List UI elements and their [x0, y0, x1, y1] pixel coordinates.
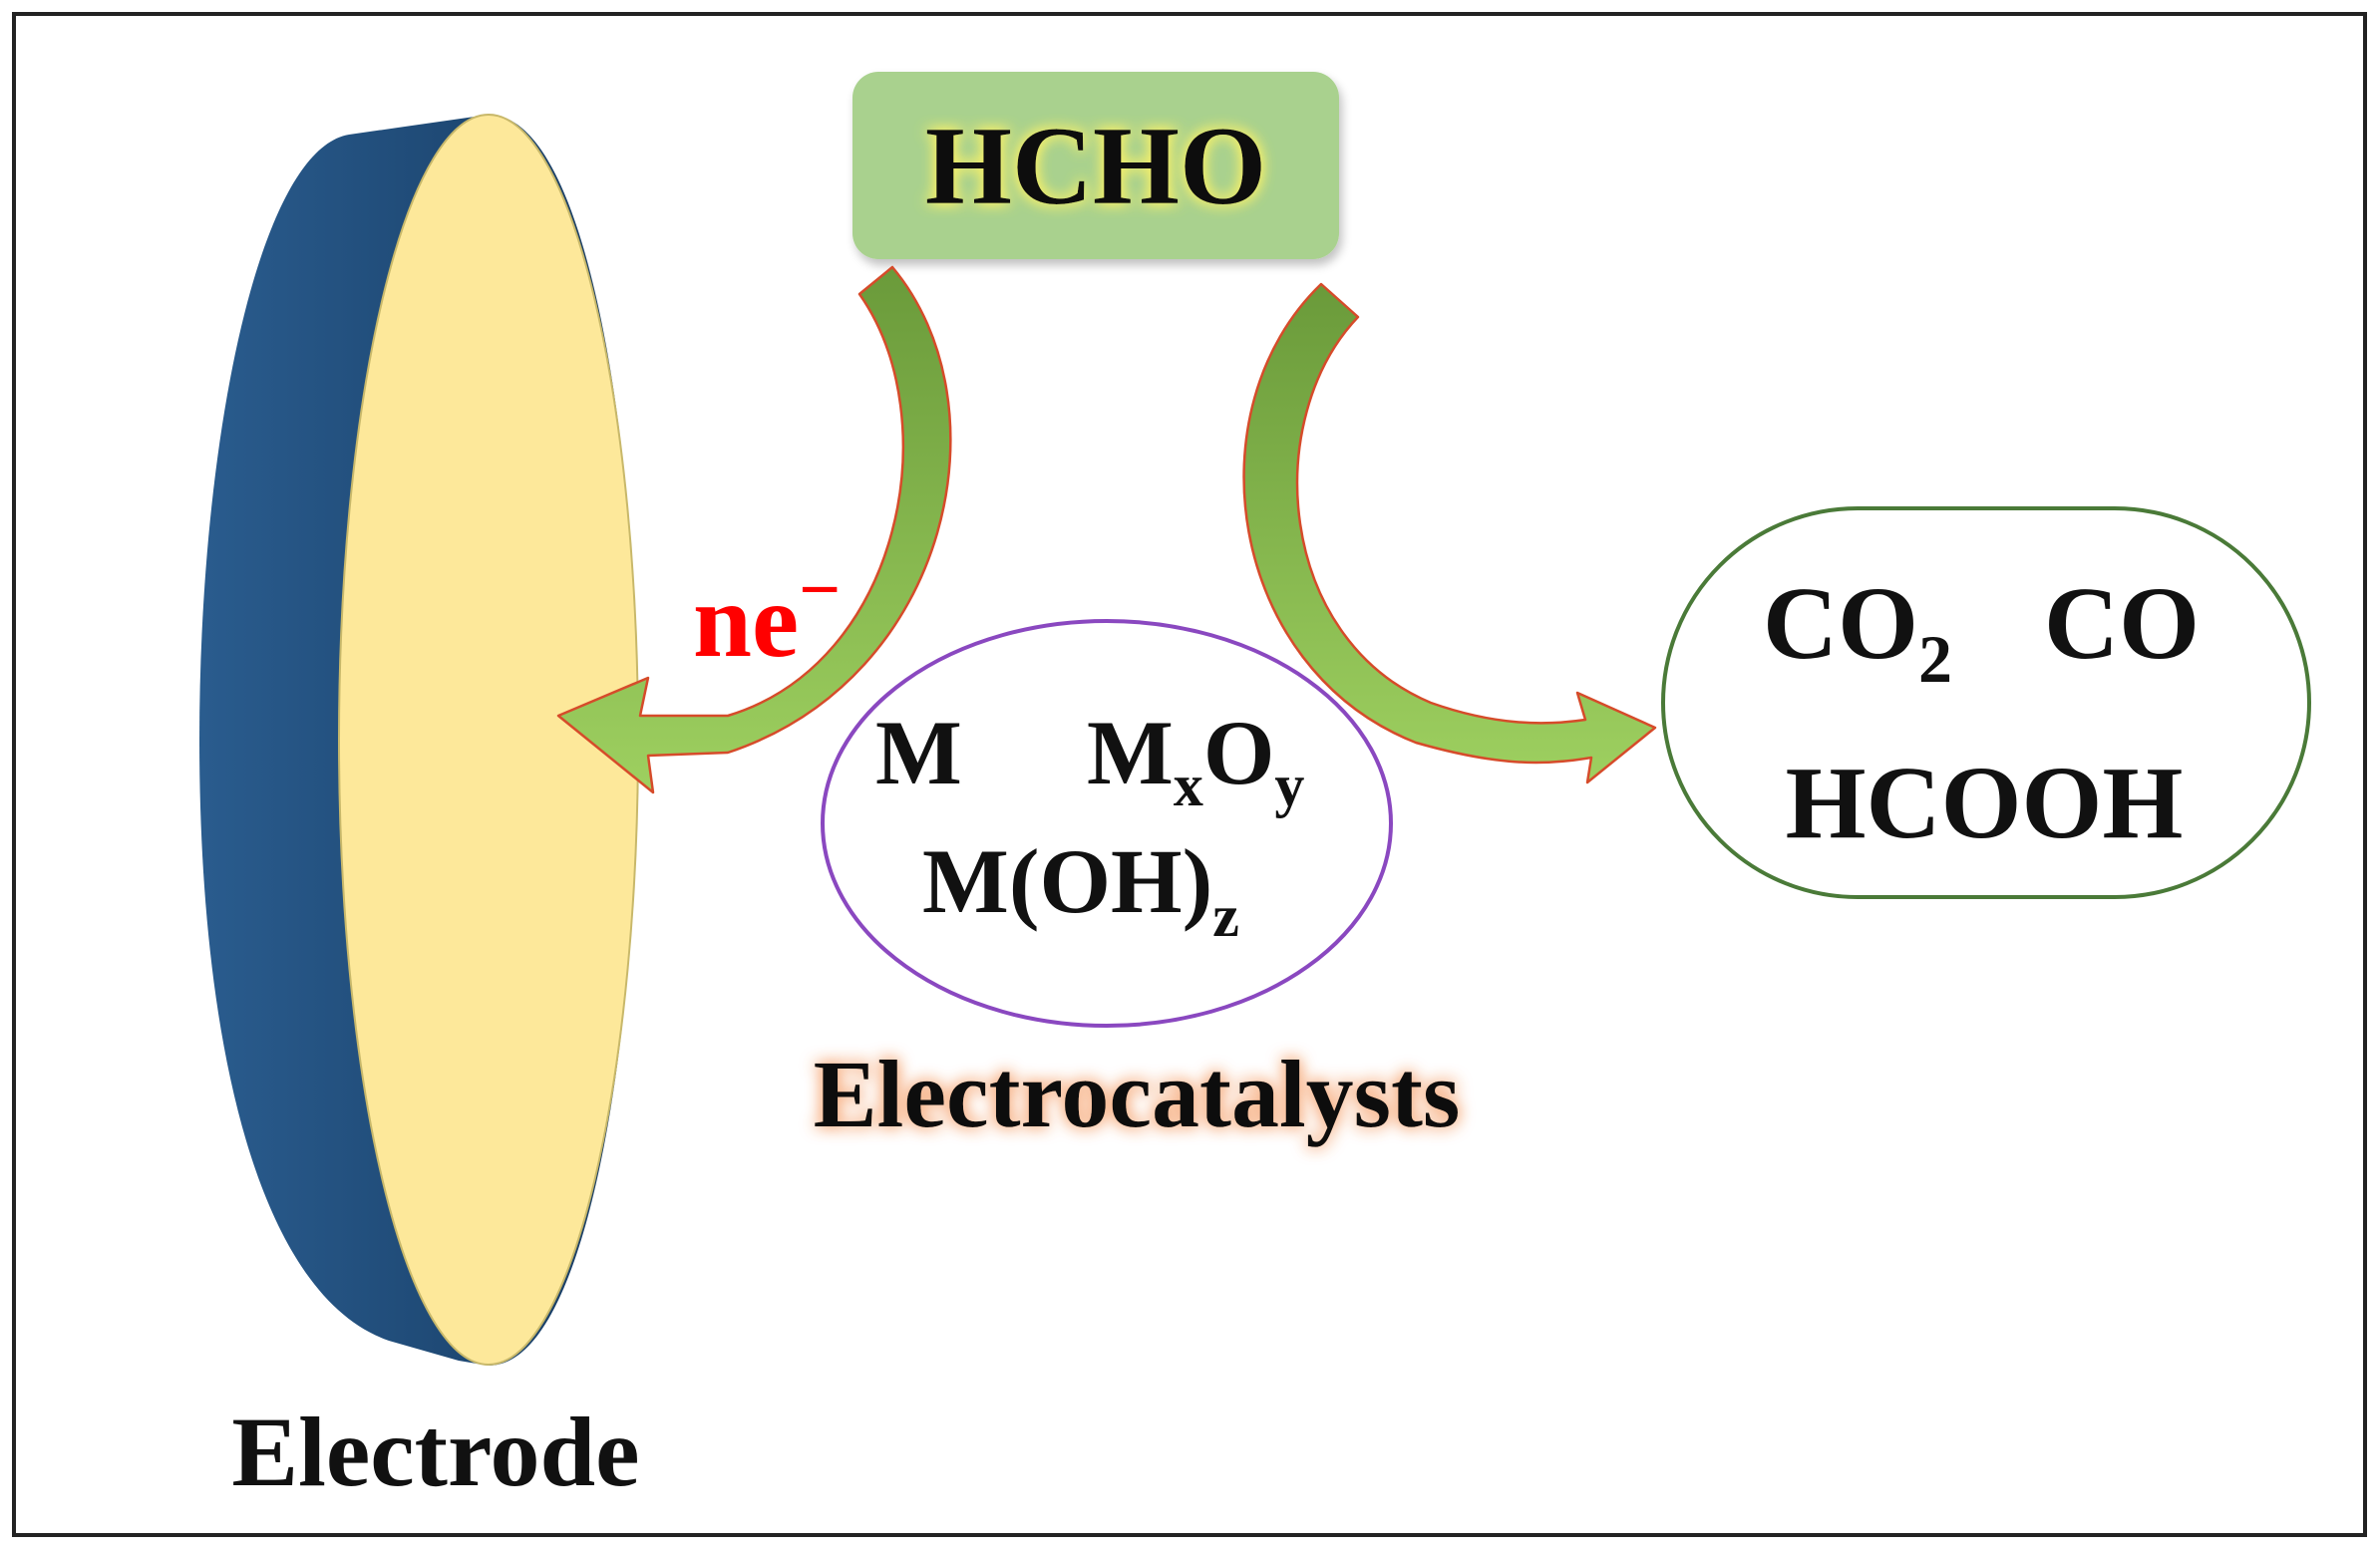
oxide-mid: O — [1203, 702, 1275, 803]
product-co2: CO2 — [1763, 566, 1952, 697]
arrow-to-products — [1242, 282, 1657, 784]
oxide-sub-x: x — [1174, 753, 1203, 818]
arrow-to-electrode — [556, 265, 952, 794]
hydroxide-base: M(OH) — [922, 830, 1212, 932]
electrode-label: Electrode — [231, 1396, 639, 1507]
co2-sub: 2 — [1918, 621, 1952, 697]
products-box — [1661, 506, 2311, 899]
co2-base: CO — [1763, 566, 1918, 681]
catalyst-ellipse — [821, 619, 1393, 1028]
electron-label: ne− — [693, 549, 841, 679]
catalyst-hydroxide: M(OH)z — [922, 830, 1239, 949]
oxide-base: M — [1087, 702, 1174, 803]
hcho-label: HCHO — [925, 105, 1266, 228]
oxide-sub-y: y — [1274, 753, 1304, 818]
electrode — [199, 114, 639, 1366]
hcho-box — [852, 72, 1339, 259]
hydroxide-sub: z — [1212, 883, 1239, 949]
catalyst-metal: M — [875, 702, 962, 803]
catalyst-oxide: MxOy — [1087, 702, 1304, 818]
catalyst-label: Electrocatalysts — [814, 1041, 1461, 1147]
product-co: CO — [2044, 566, 2200, 681]
product-formic-acid: HCOOH — [1786, 746, 2184, 860]
electron-label-sup: − — [799, 549, 841, 631]
electron-label-base: ne — [693, 562, 799, 679]
